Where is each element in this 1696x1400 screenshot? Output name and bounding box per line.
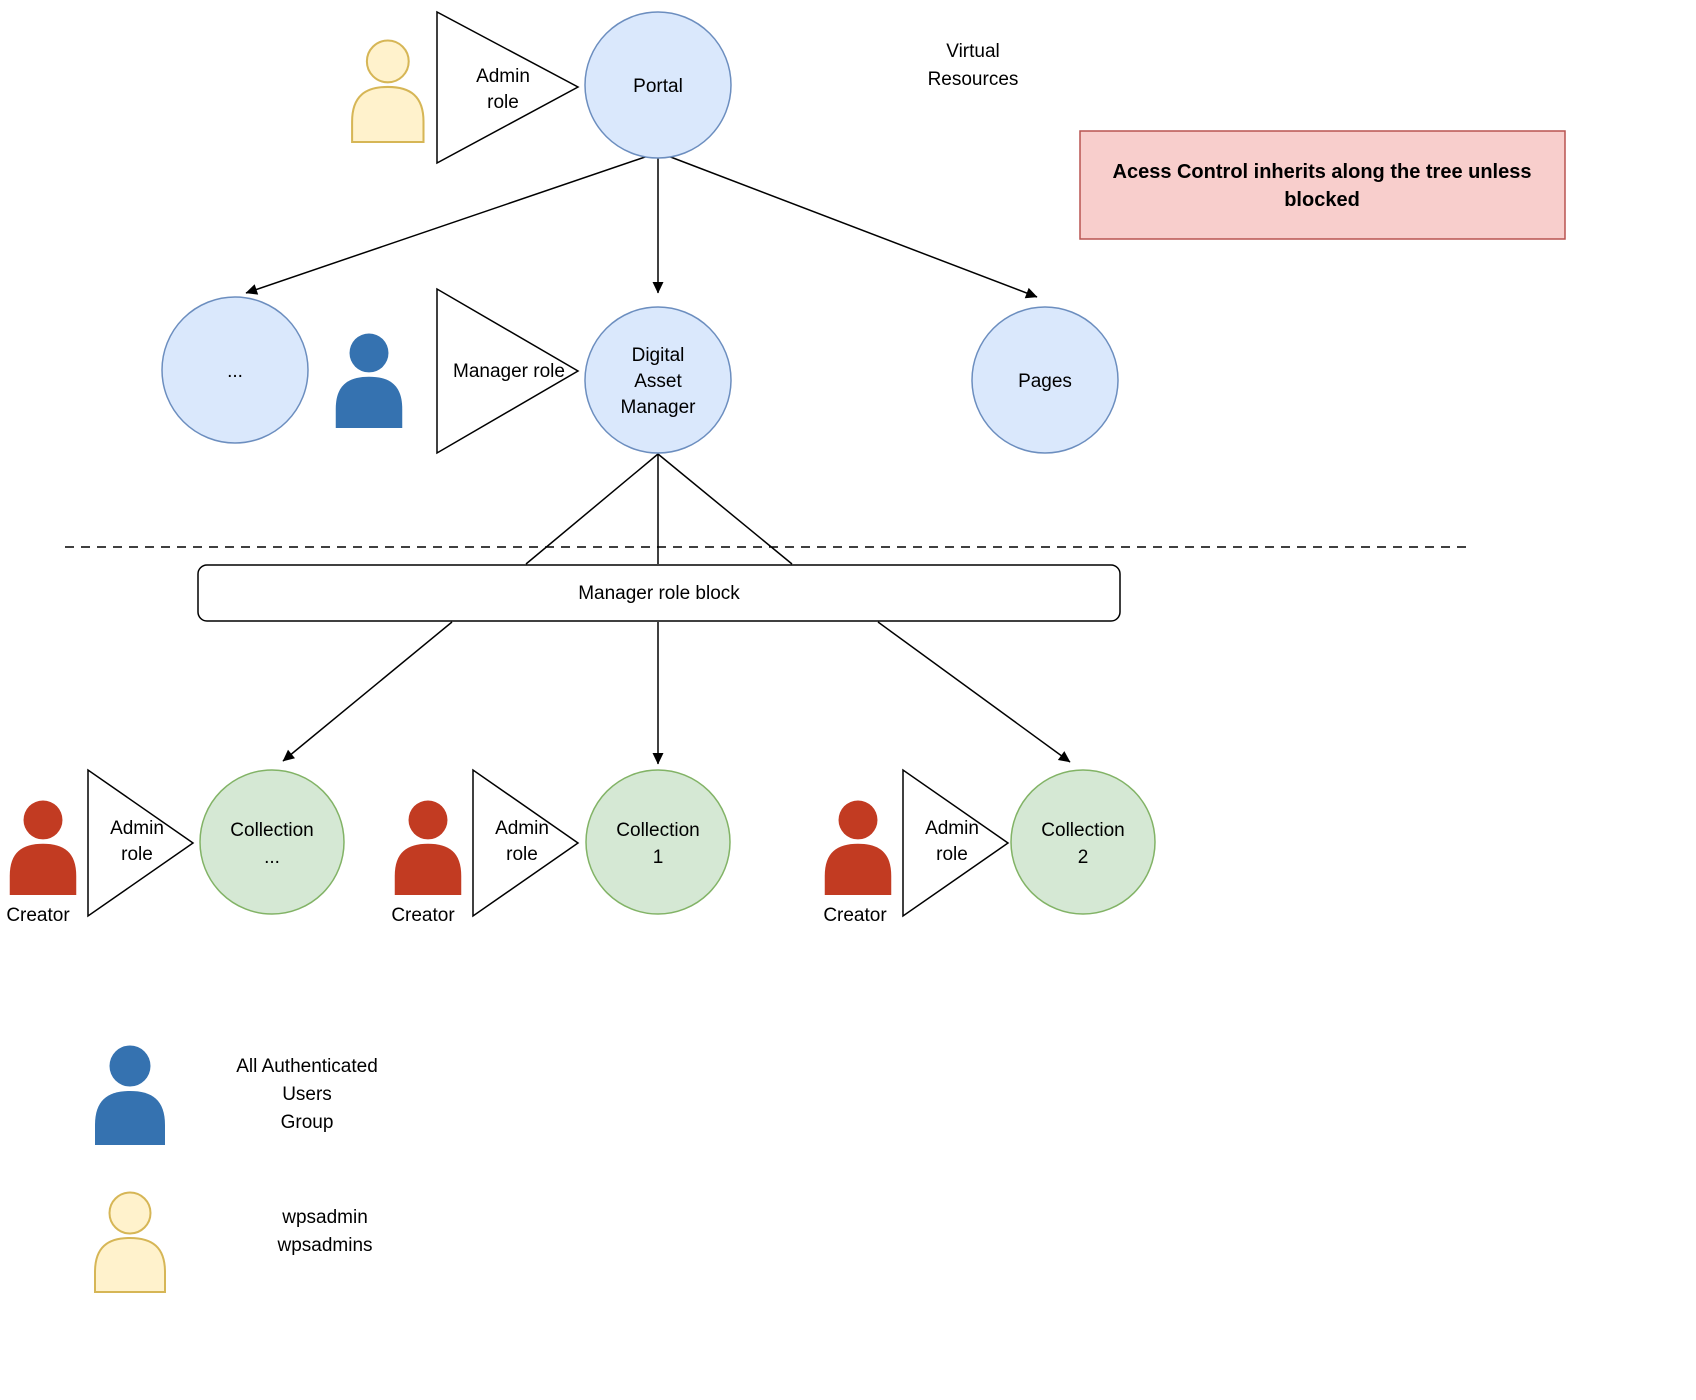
dam-label-line3: Manager (621, 397, 697, 418)
access-control-note: Acess Control inherits along the tree un… (1079, 130, 1566, 240)
portal-circle (584, 11, 732, 159)
dam-label-line2: Asset (634, 371, 682, 392)
access-control-note-line1: Acess Control inherits along the tree un… (1113, 161, 1532, 183)
manager-role-block: Manager role block (197, 564, 1121, 622)
admin-role-label-line2: role (936, 844, 968, 865)
admin-role-label-line1: Admin (476, 66, 530, 87)
pages-label: Pages (1018, 371, 1072, 392)
more-label: ... (227, 361, 243, 382)
legend-all-authenticated-line3: Group (281, 1112, 334, 1133)
portal-node: Portal (584, 11, 732, 159)
admin-role-triangle-collection-more-shape (87, 768, 195, 918)
creator-user-icon-2 (394, 800, 462, 895)
virtual-resources-line1: Virtual (946, 41, 1000, 62)
virtual-resources-label: Virtual Resources (928, 41, 1019, 90)
collection-more-label-line2: ... (264, 847, 280, 868)
collection-2-circle (1010, 769, 1156, 915)
creator-label-3: Creator (823, 905, 887, 926)
admin-role-label-line1: Admin (495, 818, 549, 839)
portal-label: Portal (633, 76, 683, 97)
pages-node: Pages (971, 306, 1119, 454)
legend-wpsadmin-icon (94, 1191, 166, 1293)
collection-2-label-line2: 2 (1078, 847, 1089, 868)
digital-asset-manager-circle (584, 306, 732, 454)
more-circle (161, 296, 309, 444)
collection-more-label-line1: Collection (230, 820, 313, 841)
creator-label-1: Creator (6, 905, 70, 926)
admin-role-triangle-top-shape (436, 10, 580, 165)
admin-role-triangle-collection-2-shape (902, 768, 1010, 918)
access-control-note-line2: blocked (1284, 189, 1360, 211)
edge-portal-to-more (245, 155, 649, 295)
admin-role-label-line1: Admin (110, 818, 164, 839)
collection-2-node: Collection 2 (1010, 769, 1156, 915)
collection-more-circle (199, 769, 345, 915)
legend-all-authenticated-line1: All Authenticated (236, 1056, 378, 1077)
manager-role-triangle-shape (436, 287, 580, 455)
admin-role-label-line1: Admin (925, 818, 979, 839)
dam-label-line1: Digital (632, 345, 685, 366)
admin-role-triangle-collection-1-shape (472, 768, 580, 918)
manager-role-block-label: Manager role block (578, 583, 740, 604)
authenticated-users-icon (335, 333, 403, 428)
creator-label-2: Creator (391, 905, 455, 926)
pages-circle (971, 306, 1119, 454)
edge-dam-to-block-right (657, 453, 793, 565)
edge-block-to-collection-2 (877, 621, 1071, 763)
collection-1-label-line2: 1 (653, 847, 664, 868)
legend: All Authenticated Users Group wpsadmin w… (94, 1045, 378, 1293)
edge-dam-to-block-left (525, 453, 659, 565)
legend-wpsadmin-line1: wpsadmin (281, 1207, 368, 1228)
creator-user-icon-3 (824, 800, 892, 895)
admin-role-label-line2: role (121, 844, 153, 865)
manager-role-label: Manager role (453, 361, 565, 382)
digital-asset-manager-node: Digital Asset Manager (584, 306, 732, 454)
creator-user-icon-1 (9, 800, 77, 895)
admin-role-triangle-collection-1: Admin role (472, 768, 580, 918)
edge-portal-to-pages (667, 155, 1038, 299)
collection-1-label-line1: Collection (616, 820, 699, 841)
wpsadmin-user-icon (351, 39, 425, 144)
access-control-note-box (1079, 130, 1566, 240)
virtual-resources-line2: Resources (928, 69, 1019, 90)
admin-role-label-line2: role (506, 844, 538, 865)
edge-block-to-collection-more (282, 621, 453, 762)
admin-role-triangle-collection-2: Admin role (902, 768, 1010, 918)
legend-wpsadmin-line2: wpsadmins (276, 1235, 372, 1256)
manager-role-triangle: Manager role (436, 287, 580, 455)
admin-role-triangle-top: Admin role (436, 10, 580, 165)
legend-all-authenticated-line2: Users (282, 1084, 332, 1105)
collection-1-node: Collection 1 (585, 769, 731, 915)
legend-authenticated-users-icon (95, 1045, 165, 1145)
collection-1-circle (585, 769, 731, 915)
manager-role-block-shape (197, 564, 1121, 622)
admin-role-triangle-collection-more: Admin role (87, 768, 195, 918)
edges (65, 155, 1470, 765)
collection-2-label-line1: Collection (1041, 820, 1124, 841)
admin-role-label-line2: role (487, 92, 519, 113)
more-node: ... (161, 296, 309, 444)
collection-more-node: Collection ... (199, 769, 345, 915)
